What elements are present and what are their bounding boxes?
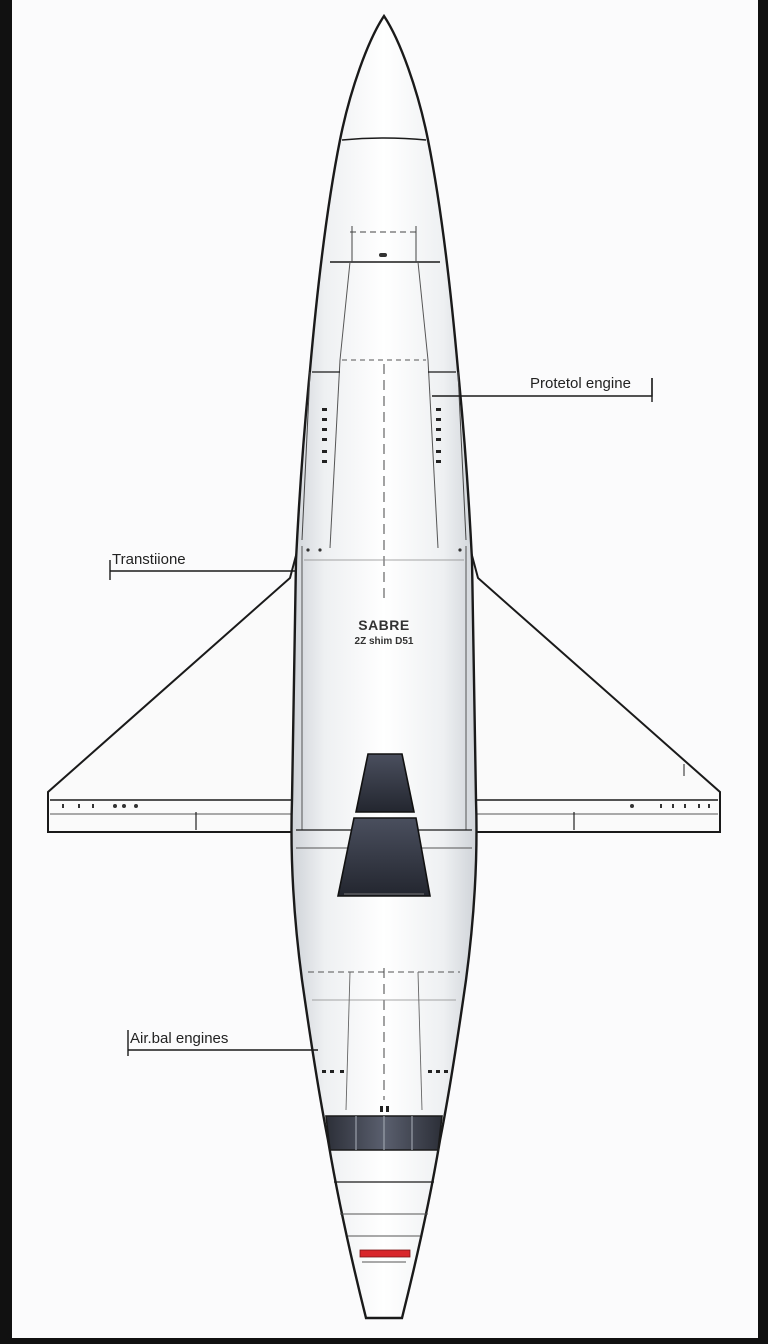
callout-leaders	[109, 378, 653, 1056]
fuselage	[290, 13, 478, 1320]
red-stripe	[359, 1249, 411, 1258]
airbal-engines-label: Air.bal engines	[130, 1030, 229, 1047]
fuselage-code-marking: 2Z shim D51	[354, 636, 414, 647]
dorsal-intake-panel	[337, 753, 431, 897]
protetol-engine-label: Protetol engine	[530, 375, 631, 392]
right-wing	[469, 547, 721, 833]
fuselage-name-marking: SABRE	[358, 617, 410, 633]
transtiione-label: Transtiione	[112, 551, 186, 568]
left-wing	[47, 547, 299, 833]
